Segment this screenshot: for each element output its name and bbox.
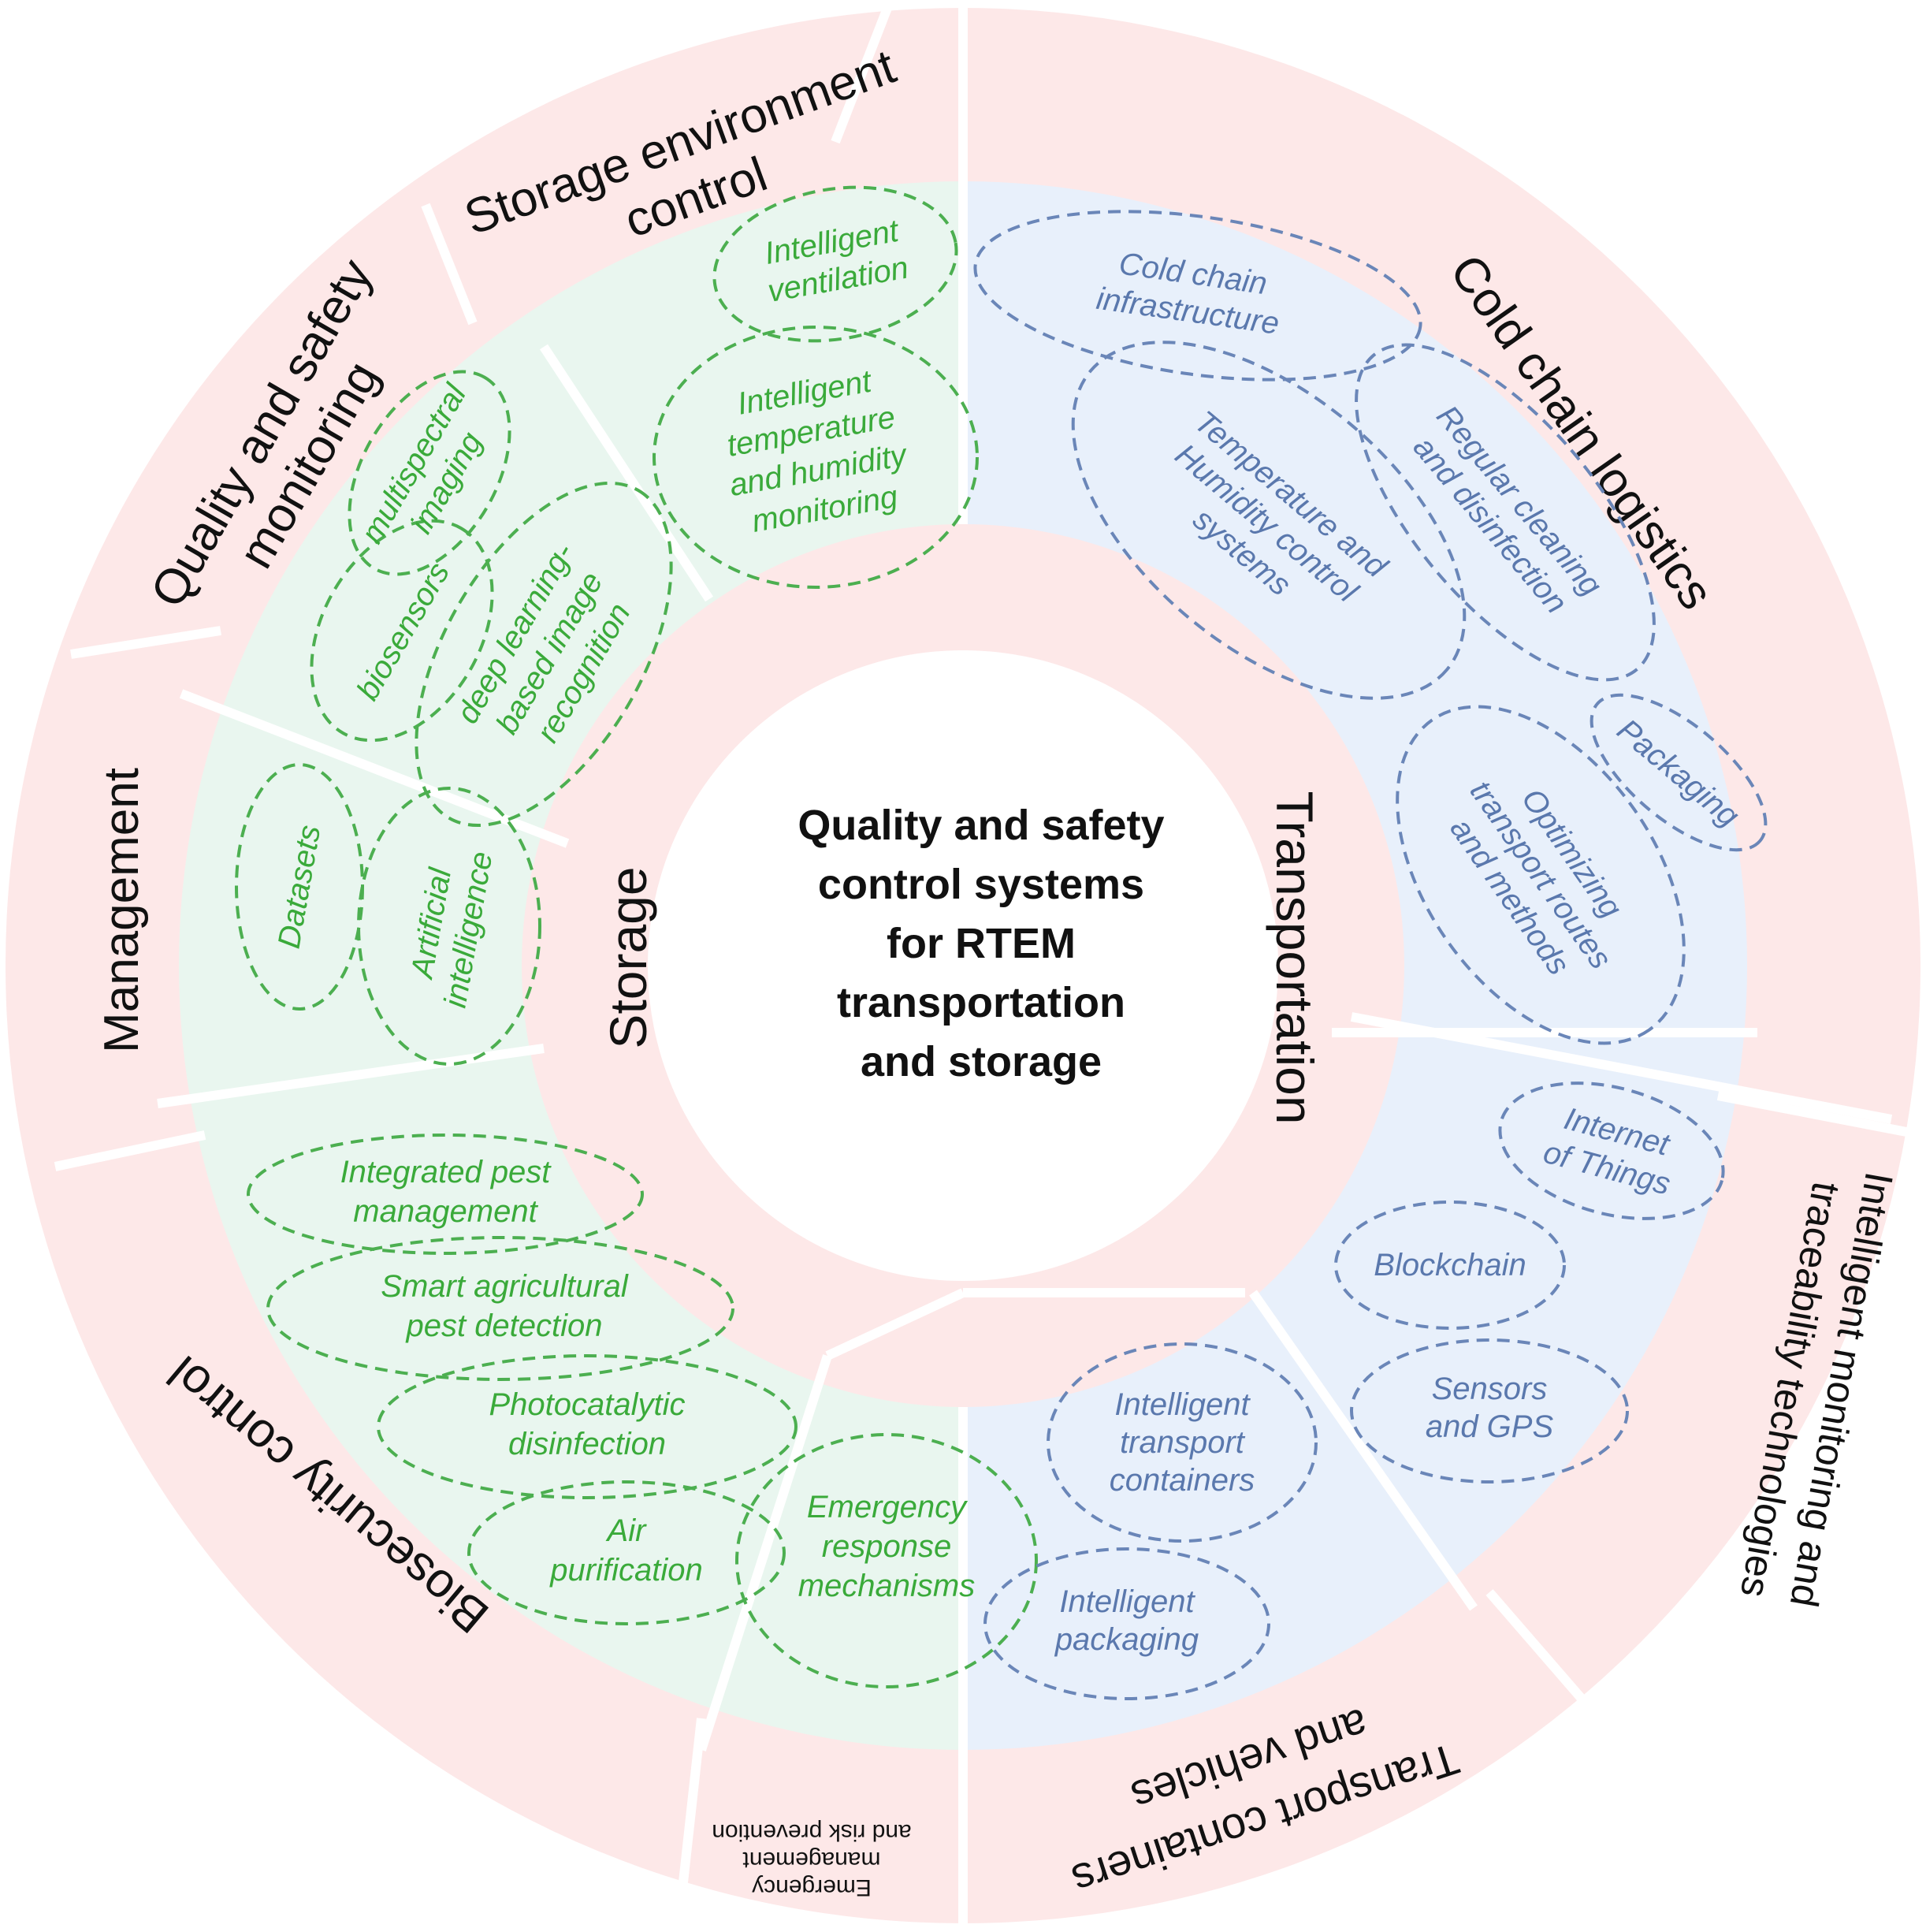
ellipse-iot: [1498, 1081, 1725, 1220]
ellipse-ai: [357, 787, 541, 1066]
center-title-line-5: and storage: [861, 1038, 1102, 1085]
ellipse-datasets: [235, 763, 364, 1011]
ellipse-multispectral: [348, 370, 511, 576]
label-intel-packaging-1: Intelligent: [1059, 1584, 1195, 1619]
label-transport-containers-2: transport: [1120, 1425, 1246, 1460]
ellipse-temp-humidity: [653, 326, 979, 589]
outer-label-emergency: Emergency management and risk prevention: [712, 1819, 911, 1900]
ellipse-emergency-response: [735, 1433, 1038, 1688]
outer-label-emergency-line-1: Emergency: [752, 1874, 872, 1900]
ellipse-packaging: [1590, 693, 1768, 852]
outer-label-management: Management: [95, 768, 149, 1053]
ellipse-deep-learning: [415, 481, 673, 828]
label-transport-containers-3: containers: [1110, 1463, 1255, 1498]
label-smart-pest-2: pest detection: [405, 1308, 602, 1343]
center-title-line-1: Quality and safety: [798, 802, 1164, 849]
inner-label-storage: Storage: [599, 866, 657, 1048]
transport-items: [973, 210, 1768, 1700]
label-sensors-2: and GPS: [1426, 1409, 1554, 1444]
label-blockchain: Blockchain: [1374, 1248, 1526, 1282]
ellipse-biosensors: [310, 519, 494, 743]
center-title-line-3: for RTEM: [887, 920, 1076, 967]
ellipse-routes: [1396, 705, 1686, 1045]
ellipse-cold-infra: [973, 210, 1422, 382]
ellipse-sensors: [1350, 1338, 1629, 1483]
label-smart-pest-1: Smart agricultural: [381, 1269, 629, 1304]
label-sensors-1: Sensors: [1432, 1372, 1548, 1406]
label-ipm-1: Integrated pest: [340, 1155, 552, 1189]
label-photocatalytic-2: disinfection: [508, 1427, 666, 1461]
center-title-line-4: transportation: [837, 979, 1125, 1026]
label-ipm-2: management: [353, 1194, 538, 1229]
label-photocatalytic-1: Photocatalytic: [489, 1387, 685, 1422]
ellipse-ventilation: [712, 185, 958, 343]
label-air-1: Air: [606, 1513, 648, 1548]
center-title-line-2: control systems: [818, 861, 1144, 908]
label-emergency-response-2: response: [822, 1529, 952, 1564]
center-title: Quality and safety control systems for R…: [798, 802, 1164, 1085]
label-transport-containers-1: Intelligent: [1114, 1387, 1251, 1422]
inner-label-transportation: Transportation: [1266, 791, 1324, 1124]
outer-label-emergency-line-3: and risk prevention: [712, 1819, 911, 1845]
ellipse-cleaning: [1355, 343, 1656, 682]
storage-items: [235, 185, 1038, 1688]
label-emergency-response-3: mechanisms: [798, 1569, 976, 1603]
ellipse-air: [467, 1480, 786, 1625]
ellipse-blockchain: [1334, 1201, 1566, 1330]
label-air-2: purification: [549, 1553, 702, 1588]
ellipse-smart-pest: [266, 1236, 734, 1381]
outer-label-emergency-line-2: management: [742, 1847, 881, 1873]
ellipse-ipm: [247, 1134, 644, 1255]
label-intel-packaging-2: packaging: [1054, 1622, 1199, 1657]
ellipse-photocatalytic: [377, 1354, 798, 1499]
ellipse-transport-containers: [1047, 1342, 1318, 1543]
ellipse-intel-packaging: [983, 1547, 1270, 1700]
center-circle: [648, 650, 1278, 1281]
ellipse-temp-control: [1071, 341, 1467, 700]
label-emergency-response-1: Emergency: [807, 1490, 969, 1524]
